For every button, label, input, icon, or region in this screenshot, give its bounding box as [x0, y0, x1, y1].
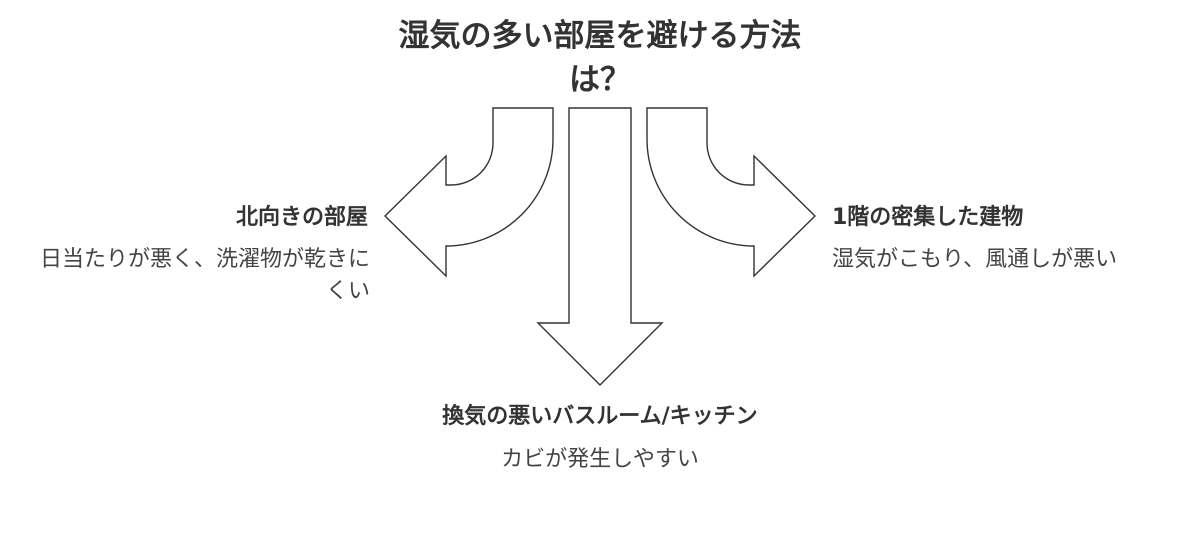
left-branch-description: 日当たりが悪く、洗濯物が乾きにくい [39, 247, 370, 304]
right-arrow [646, 107, 816, 278]
diagram-title-line-2: は？ [569, 62, 631, 98]
right-branch-description: 湿気がこもり、風通しが悪い [832, 247, 1118, 272]
left-branch-heading: 北向きの部屋 [235, 205, 368, 230]
diagram-title: 湿気の多い部屋を避ける方法 は？ [340, 14, 860, 102]
bottom-branch-description: カビが発生しやすい [501, 447, 699, 472]
left-arrow [384, 107, 554, 278]
down-arrow [536, 107, 664, 386]
bottom-branch-heading: 換気の悪いバスルーム/キッチン [442, 404, 758, 429]
diagram-title-line-1: 湿気の多い部屋を避ける方法 [398, 18, 802, 54]
right-branch-heading: 1階の密集した建物 [832, 205, 1024, 230]
